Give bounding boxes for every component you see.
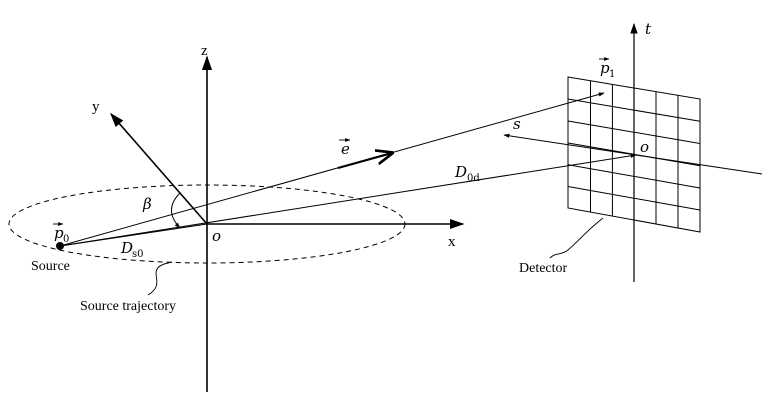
svg-text:D: D — [454, 163, 467, 181]
unit-vector-e — [337, 153, 392, 170]
svg-text:e: e — [341, 140, 350, 158]
detector-leader — [549, 217, 604, 259]
svg-text:1: 1 — [609, 69, 615, 80]
z-axis-label: z — [201, 43, 208, 59]
origin-main-label: o — [212, 227, 221, 245]
source-trajectory-leader — [147, 261, 173, 296]
s-axis-label: s — [513, 115, 521, 133]
source-point — [56, 242, 64, 250]
ray-source-to-origin — [59, 223, 208, 247]
origin-detector-label: o — [640, 138, 649, 156]
vector-p0-label: p 0 — [53, 222, 69, 245]
t-axis-label: t — [645, 20, 652, 38]
vector-p1-label: p 1 — [599, 57, 615, 80]
y-axis-label: y — [92, 99, 100, 115]
svg-text:D: D — [120, 239, 133, 257]
svg-text:p: p — [600, 59, 610, 77]
svg-text:0d: 0d — [467, 173, 480, 184]
source-label: Source — [31, 259, 70, 274]
svg-text:p: p — [54, 224, 64, 242]
svg-text:0: 0 — [63, 234, 69, 245]
s-axis-line — [503, 133, 637, 156]
ray-source-to-p1 — [59, 92, 605, 247]
y-axis-line — [110, 112, 208, 225]
ray-source-to-detector-center — [59, 153, 637, 247]
distance-d0d-label: D 0d — [454, 163, 480, 184]
beta-angle-arc — [171, 192, 181, 229]
svg-text:s0: s0 — [132, 249, 144, 260]
x-axis-label: x — [448, 234, 456, 250]
vector-e-label: e — [339, 138, 351, 158]
detector-label: Detector — [519, 261, 568, 276]
source-trajectory-label: Source trajectory — [80, 299, 176, 314]
beta-label: β — [142, 195, 152, 213]
distance-ds0-label: D s0 — [120, 239, 144, 260]
